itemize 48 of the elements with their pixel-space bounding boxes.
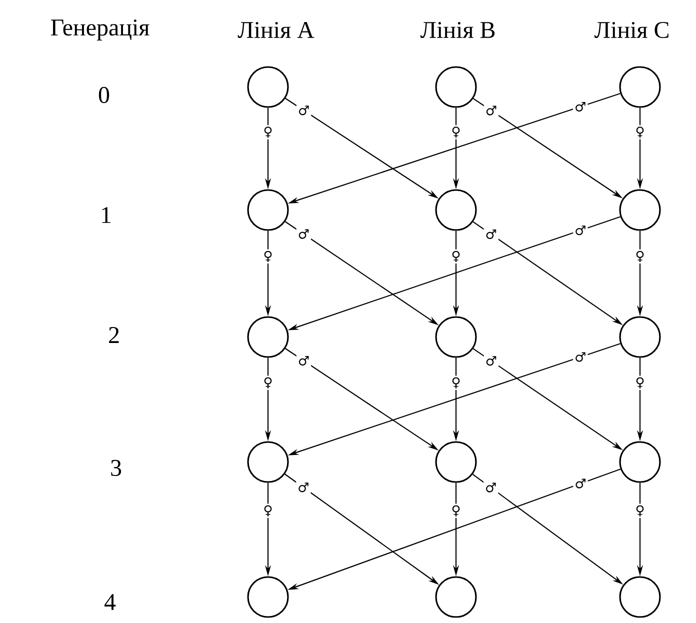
edge-label: ♀ <box>262 125 274 140</box>
edge-label: ♂ <box>573 477 588 490</box>
edge-label: ♂ <box>573 100 588 113</box>
edge-label: ♂ <box>296 481 311 494</box>
column-heading: Генерація <box>51 20 150 40</box>
generation-number: 1 <box>102 207 111 223</box>
edge-label: ♀ <box>262 504 274 518</box>
circle <box>435 189 477 231</box>
generation-number: 3 <box>111 460 122 476</box>
edge-label: ♀ <box>450 249 462 264</box>
edge-label: ♂ <box>296 354 312 368</box>
generation-number: 2 <box>109 327 119 343</box>
edge-label: ♂ <box>484 481 498 494</box>
edge-label: ♀ <box>262 249 274 264</box>
edge-label: ♂ <box>573 350 588 364</box>
circle <box>435 576 477 618</box>
circle <box>247 66 289 108</box>
circle <box>247 316 289 358</box>
edge-label: ♀ <box>450 125 462 140</box>
circle <box>619 576 661 618</box>
generation-number: 4 <box>104 594 116 610</box>
circle <box>619 66 661 108</box>
column-heading: Лінія B <box>420 22 495 38</box>
circle <box>435 66 477 108</box>
circle <box>619 316 661 358</box>
circle <box>247 441 289 483</box>
edge-label: ♂ <box>296 104 312 117</box>
edge-label: ♂ <box>484 228 498 240</box>
column-heading: Лінія C <box>594 22 668 38</box>
edge-label: ♀ <box>634 125 646 140</box>
circle <box>619 441 661 483</box>
edge-label: ♀ <box>634 249 646 264</box>
generation-number: 0 <box>98 86 110 104</box>
circle <box>435 316 477 358</box>
circle <box>435 441 477 483</box>
edge-label: ♀ <box>450 376 462 390</box>
circle <box>619 189 661 231</box>
edge-label: ♂ <box>573 224 588 237</box>
edge-label: ♀ <box>634 504 646 518</box>
edge-label: ♀ <box>634 376 646 390</box>
edge-label: ♀ <box>262 376 274 390</box>
edge-label: ♂ <box>484 354 498 368</box>
circle <box>247 576 289 618</box>
edge-label: ♂ <box>296 228 311 240</box>
circle <box>247 189 289 231</box>
edge-label: ♀ <box>450 504 462 518</box>
edge-label: ♂ <box>484 104 499 117</box>
column-heading: Лінія A <box>238 22 314 38</box>
